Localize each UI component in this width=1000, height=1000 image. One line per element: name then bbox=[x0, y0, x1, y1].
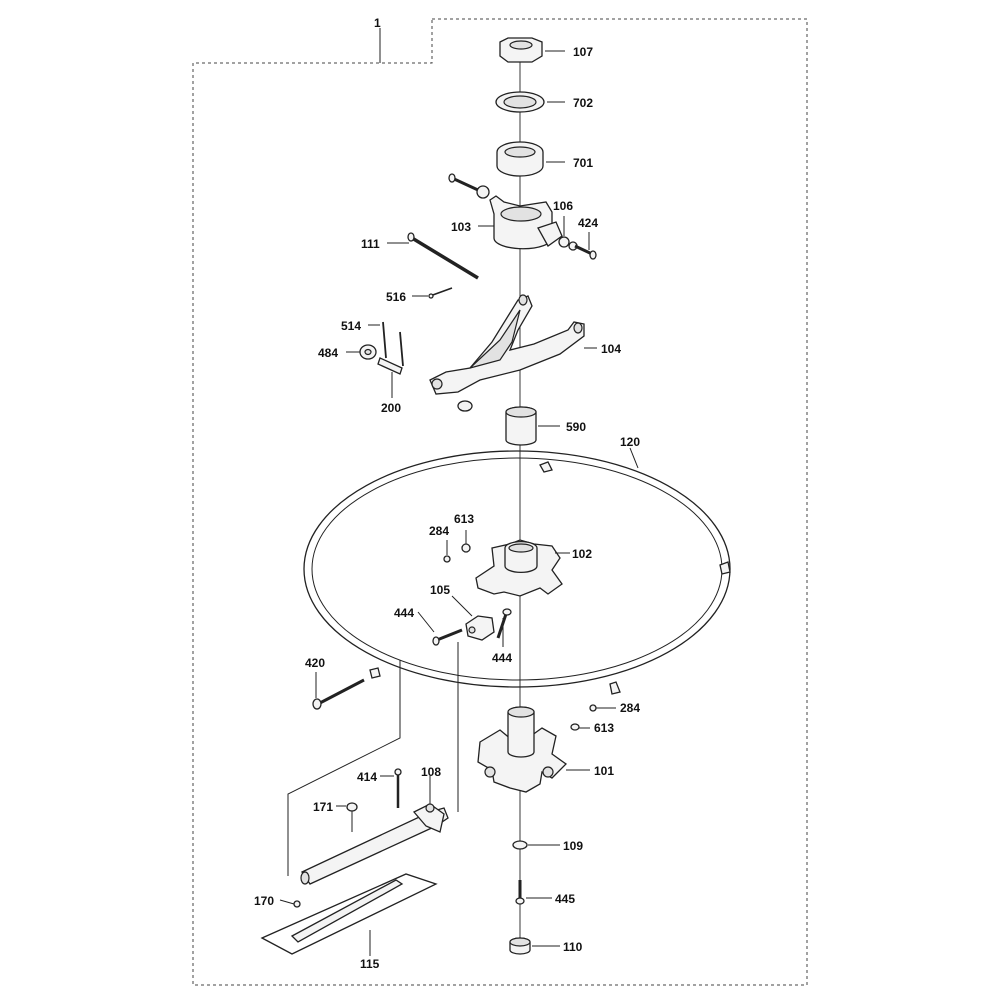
washer-484 bbox=[346, 344, 377, 360]
linkage-outline bbox=[287, 642, 459, 876]
screw-284-upper bbox=[443, 540, 451, 563]
bolt-444-left bbox=[417, 611, 463, 646]
nipple-171 bbox=[336, 802, 358, 832]
callout-171: 171 bbox=[313, 800, 333, 814]
callout-702: 702 bbox=[573, 96, 593, 110]
callout-109: 109 bbox=[563, 839, 583, 853]
screw-284-lower bbox=[589, 704, 616, 712]
bolt-420 bbox=[312, 672, 365, 710]
callout-101: 101 bbox=[594, 764, 614, 778]
nipple-613-lower bbox=[570, 723, 590, 731]
clamp-105 bbox=[451, 595, 495, 641]
callout-284-upper: 284 bbox=[429, 524, 449, 538]
callout-115: 115 bbox=[360, 957, 380, 971]
callout-613-upper: 613 bbox=[454, 512, 474, 526]
bearing-housing-103 bbox=[478, 195, 563, 250]
callout-105: 105 bbox=[430, 583, 450, 597]
callout-420: 420 bbox=[305, 656, 325, 670]
washer-109 bbox=[512, 840, 560, 850]
pin-111 bbox=[387, 232, 479, 280]
pin-514 bbox=[368, 321, 404, 367]
bolt-424 bbox=[574, 232, 597, 260]
hub-102 bbox=[475, 539, 570, 597]
callout-590: 590 bbox=[566, 420, 586, 434]
callout-labels: 1 107 702 701 106 424 103 111 516 514 48… bbox=[254, 16, 640, 971]
nipple-613-upper bbox=[461, 530, 471, 553]
callout-613-lower: 613 bbox=[594, 721, 614, 735]
callout-104: 104 bbox=[601, 342, 621, 356]
callout-110: 110 bbox=[563, 940, 583, 954]
screw-170 bbox=[279, 899, 301, 908]
callout-701: 701 bbox=[573, 156, 593, 170]
callout-108: 108 bbox=[421, 765, 441, 779]
callout-111: 111 bbox=[361, 237, 380, 251]
pin-200 bbox=[377, 357, 403, 398]
hub-101 bbox=[477, 706, 590, 793]
callout-444-right: 444 bbox=[492, 651, 512, 665]
shaft-108 bbox=[300, 776, 449, 885]
bolt-414 bbox=[380, 768, 402, 808]
plate-115 bbox=[260, 873, 438, 956]
screw-445 bbox=[515, 880, 552, 905]
yoke-104 bbox=[429, 294, 597, 412]
callout-106: 106 bbox=[553, 199, 573, 213]
cap-110 bbox=[509, 937, 560, 955]
callout-102: 102 bbox=[572, 547, 592, 561]
assembly-boundary bbox=[192, 18, 808, 986]
callout-1: 1 bbox=[374, 16, 381, 30]
bolt-upper-left bbox=[448, 173, 490, 199]
cotter-pin-516 bbox=[412, 287, 453, 299]
callout-514: 514 bbox=[341, 319, 361, 333]
callout-414: 414 bbox=[357, 770, 377, 784]
callout-103: 103 bbox=[451, 220, 471, 234]
callout-424: 424 bbox=[578, 216, 598, 230]
callout-284-lower: 284 bbox=[620, 701, 640, 715]
callout-170: 170 bbox=[254, 894, 274, 908]
callout-120: 120 bbox=[620, 435, 640, 449]
bolt-444-right bbox=[496, 608, 512, 647]
callout-484: 484 bbox=[318, 346, 338, 360]
callout-445: 445 bbox=[555, 892, 575, 906]
ring-frame-120 bbox=[303, 447, 731, 695]
hex-nut-107 bbox=[499, 37, 565, 63]
callout-444-left: 444 bbox=[394, 606, 414, 620]
spacer-106 bbox=[558, 216, 578, 251]
callout-516: 516 bbox=[386, 290, 406, 304]
bushing-590 bbox=[505, 406, 560, 446]
callout-200: 200 bbox=[381, 401, 401, 415]
callout-107: 107 bbox=[573, 45, 593, 59]
seal-ring-702 bbox=[495, 91, 565, 113]
bearing-701 bbox=[496, 141, 565, 177]
